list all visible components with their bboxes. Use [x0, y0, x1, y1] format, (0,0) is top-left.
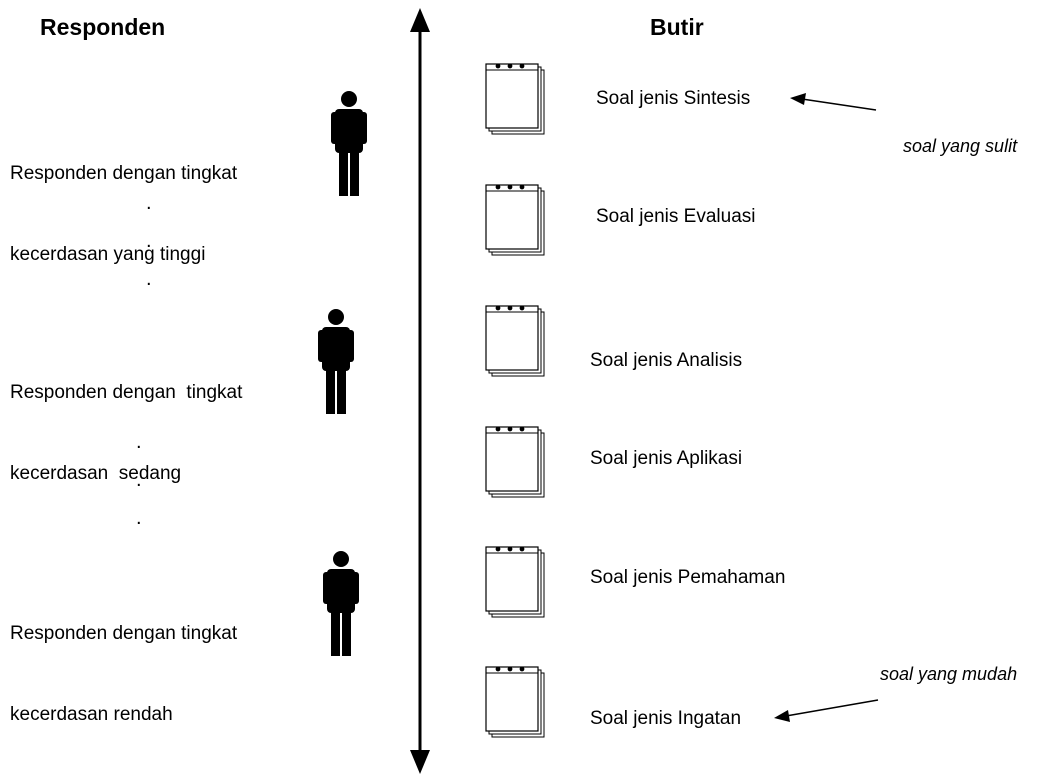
axis-down-arrowhead [410, 750, 430, 774]
item-label-sintesis: Soal jenis Sintesis [596, 88, 751, 109]
respondent-high-line1: Responden dengan tingkat [10, 163, 238, 184]
respondent-low-line1: Responden dengan tingkat [10, 623, 238, 644]
respondent-medium-line1: Responden dengan tingkat [10, 382, 243, 403]
item-label-ingatan: Soal jenis Ingatan [590, 708, 742, 729]
notepad-ingatan-icon [485, 665, 547, 740]
notepad-aplikasi-icon [485, 425, 547, 500]
respondent-low-line2: kecerdasan rendah [10, 704, 173, 725]
respondent-high: Responden dengan tingkat kecerdasan yang… [10, 106, 237, 295]
item-label-analisis: Soal jenis Analisis [590, 350, 743, 371]
notepad-pemahaman-icon [485, 545, 547, 620]
notepad-sintesis-icon [485, 62, 547, 137]
ellipsis-dot: . [146, 268, 152, 290]
respondents-header: Responden [40, 14, 166, 40]
ellipsis-dot: . [146, 230, 152, 252]
hard-annotation-arrow [790, 93, 877, 111]
person-low-icon [323, 550, 359, 656]
ellipsis-dot: . [136, 431, 142, 453]
item-label-aplikasi: Soal jenis Aplikasi [590, 448, 743, 469]
person-medium-icon [318, 308, 354, 414]
respondent-low: Responden dengan tingkat kecerdasan rend… [10, 566, 237, 755]
ellipsis-dot: . [136, 469, 142, 491]
respondent-high-line2: kecerdasan yang tinggi [10, 244, 206, 265]
respondent-medium-line2: kecerdasan sedang [10, 463, 182, 484]
axis-up-arrowhead [410, 8, 430, 32]
respondent-medium: Responden dengan tingkat kecerdasan seda… [10, 325, 242, 514]
easy-annotation-arrow [774, 699, 879, 722]
ellipsis-dot: . [136, 507, 142, 529]
item-label-pemahaman: Soal jenis Pemahaman [590, 567, 786, 588]
annotation-hard: soal yang sulit [903, 136, 1018, 156]
items-header: Butir [650, 14, 704, 40]
item-label-evaluasi: Soal jenis Evaluasi [596, 206, 756, 227]
person-high-icon [331, 90, 367, 196]
vertical-axis-arrow [410, 8, 430, 774]
annotation-easy: soal yang mudah [880, 664, 1018, 684]
notepad-evaluasi-icon [485, 183, 547, 258]
notepad-analisis-icon [485, 304, 547, 379]
ellipsis-dot: . [146, 192, 152, 214]
